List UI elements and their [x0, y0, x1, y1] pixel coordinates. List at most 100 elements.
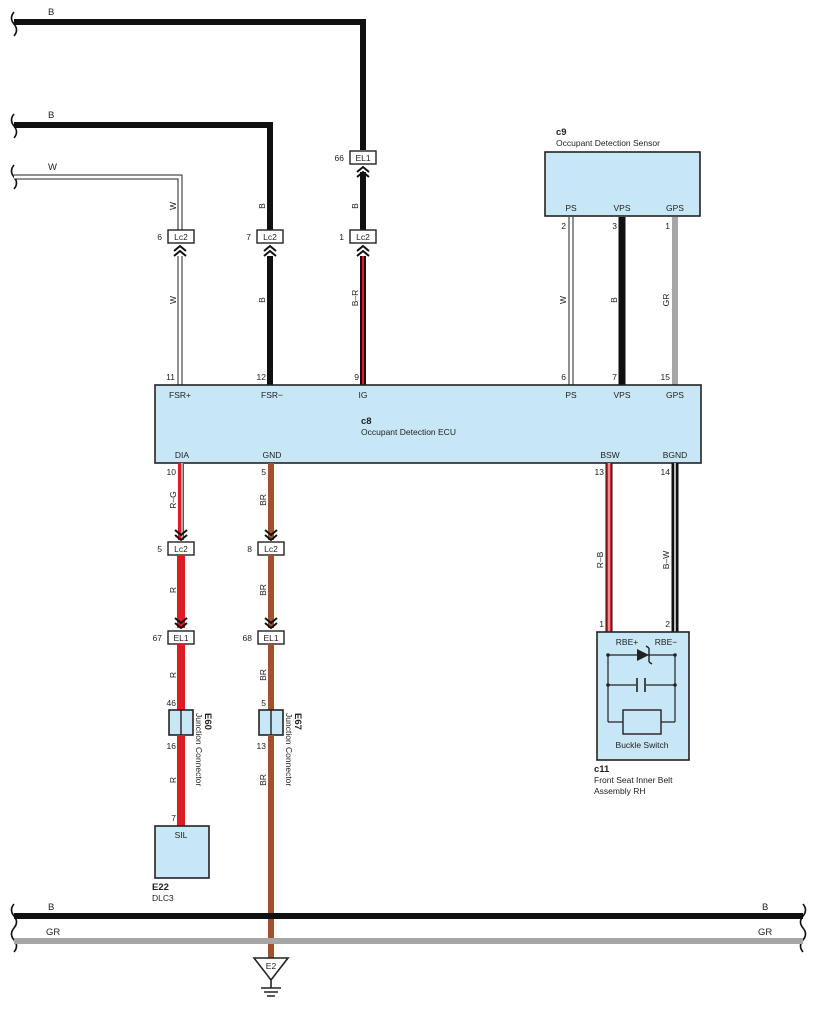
- label-ig-upper: B: [350, 203, 360, 209]
- svg-text:1: 1: [339, 232, 344, 242]
- label-w-lower: W: [168, 296, 178, 304]
- svg-text:6: 6: [157, 232, 162, 242]
- buckle-switch-icon: [622, 709, 662, 735]
- svg-text:B: B: [762, 902, 768, 913]
- svg-text:IG: IG: [359, 390, 368, 400]
- svg-text:E2: E2: [266, 961, 277, 971]
- dlc3-connector: 7 SIL E22 DLC3: [152, 813, 210, 903]
- break-symbol-bottom-right: [799, 903, 807, 953]
- svg-text:Junction Connector: Junction Connector: [194, 713, 204, 786]
- svg-text:E67: E67: [292, 713, 303, 730]
- connector-lc2-8: Lc2 8: [247, 541, 285, 556]
- svg-text:5: 5: [157, 544, 162, 554]
- wire-label-w: W: [48, 162, 57, 173]
- svg-text:11: 11: [166, 372, 175, 382]
- svg-text:E60: E60: [202, 713, 213, 730]
- svg-text:GPS: GPS: [666, 390, 684, 400]
- svg-text:66: 66: [335, 153, 345, 163]
- zener-diode-icon: [637, 645, 653, 665]
- svg-text:7: 7: [171, 813, 176, 823]
- svg-text:Occupant Detection ECU: Occupant Detection ECU: [361, 427, 456, 437]
- wire-b-to-el1: [14, 19, 366, 150]
- svg-text:PS: PS: [565, 390, 577, 400]
- svg-text:Assembly RH: Assembly RH: [594, 786, 645, 796]
- svg-text:B: B: [609, 297, 619, 303]
- svg-text:DIA: DIA: [175, 450, 190, 460]
- svg-text:2: 2: [665, 619, 670, 629]
- svg-text:BR: BR: [258, 774, 268, 786]
- svg-text:Buckle Switch: Buckle Switch: [616, 740, 669, 750]
- svg-text:B–W: B–W: [661, 551, 671, 569]
- svg-text:GND: GND: [263, 450, 282, 460]
- svg-text:1: 1: [665, 221, 670, 231]
- svg-text:5: 5: [261, 698, 266, 708]
- svg-text:BR: BR: [258, 584, 268, 596]
- svg-text:R–B: R–B: [595, 551, 605, 568]
- capacitor-icon: [636, 678, 646, 692]
- svg-text:Occupant Detection Sensor: Occupant Detection Sensor: [556, 138, 660, 148]
- svg-text:9: 9: [354, 372, 359, 382]
- junction-connector-e60: 46 16 E60 Junction Connector: [167, 698, 213, 786]
- svg-text:VPS: VPS: [613, 203, 630, 213]
- svg-text:Lc2: Lc2: [263, 232, 277, 242]
- label-ig-lower: B–R: [350, 290, 360, 307]
- svg-text:EL1: EL1: [263, 633, 278, 643]
- occupant-detection-ecu: c8 Occupant Detection ECU FSR+ FSR− IG P…: [154, 384, 702, 464]
- wire-b-to-fsr-minus: [14, 122, 273, 230]
- connector-el1-67: EL1 67: [153, 630, 195, 645]
- svg-text:RBE−: RBE−: [655, 637, 677, 647]
- connector-lc2-1: Lc2 1: [339, 229, 377, 244]
- svg-text:Front Seat Inner Belt: Front Seat Inner Belt: [594, 775, 673, 785]
- ground-e2-icon: E2: [252, 957, 290, 997]
- svg-text:BR: BR: [258, 669, 268, 681]
- svg-text:16: 16: [167, 741, 177, 751]
- svg-text:W: W: [558, 296, 568, 304]
- svg-text:DLC3: DLC3: [152, 893, 174, 903]
- svg-text:Lc2: Lc2: [264, 544, 278, 554]
- connector-el1-68: EL1 68: [243, 630, 285, 645]
- svg-text:Lc2: Lc2: [174, 544, 188, 554]
- svg-text:SIL: SIL: [175, 830, 188, 840]
- svg-text:3: 3: [612, 221, 617, 231]
- svg-text:VPS: VPS: [613, 390, 630, 400]
- svg-text:c9: c9: [556, 127, 567, 138]
- svg-text:2: 2: [561, 221, 566, 231]
- svg-text:GR: GR: [758, 927, 772, 938]
- svg-text:c8: c8: [361, 416, 372, 427]
- svg-text:46: 46: [167, 698, 177, 708]
- svg-text:6: 6: [561, 372, 566, 382]
- svg-text:GR: GR: [661, 294, 671, 307]
- wire-label-b1: B: [48, 7, 54, 18]
- svg-text:Junction Connector: Junction Connector: [284, 713, 294, 786]
- junction-connector-e67: 5 13 E67 Junction Connector: [257, 698, 303, 786]
- svg-text:68: 68: [243, 633, 253, 643]
- label-w-upper: W: [168, 202, 178, 210]
- wire-label-b2: B: [48, 110, 54, 121]
- connector-el1-top: EL1 66: [335, 150, 377, 165]
- connector-lc2-6: Lc2 6: [157, 229, 195, 244]
- connector-lc2-7: Lc2 7: [246, 229, 284, 244]
- label-b-upper: B: [257, 203, 267, 209]
- svg-text:Lc2: Lc2: [174, 232, 188, 242]
- svg-text:7: 7: [612, 372, 617, 382]
- svg-text:13: 13: [595, 467, 605, 477]
- front-seat-inner-belt-assembly: RBE+ RBE− Buckle Switch c11 Front Seat I…: [594, 631, 690, 796]
- svg-text:R: R: [168, 587, 178, 593]
- svg-text:Lc2: Lc2: [356, 232, 370, 242]
- svg-text:R: R: [168, 672, 178, 678]
- svg-text:10: 10: [167, 467, 177, 477]
- svg-text:R–G: R–G: [168, 491, 178, 508]
- connector-lc2-5: Lc2 5: [157, 541, 195, 556]
- break-symbol-bottom-left: [10, 903, 18, 953]
- svg-text:15: 15: [661, 372, 671, 382]
- occupant-detection-sensor: c9 Occupant Detection Sensor PS VPS GPS: [544, 127, 701, 217]
- svg-text:EL1: EL1: [173, 633, 188, 643]
- svg-text:GPS: GPS: [666, 203, 684, 213]
- svg-text:EL1: EL1: [355, 153, 370, 163]
- svg-text:FSR−: FSR−: [261, 390, 283, 400]
- svg-text:E22: E22: [152, 882, 169, 893]
- svg-text:12: 12: [257, 372, 267, 382]
- svg-text:PS: PS: [565, 203, 577, 213]
- svg-text:GR: GR: [46, 927, 60, 938]
- svg-text:B: B: [48, 902, 54, 913]
